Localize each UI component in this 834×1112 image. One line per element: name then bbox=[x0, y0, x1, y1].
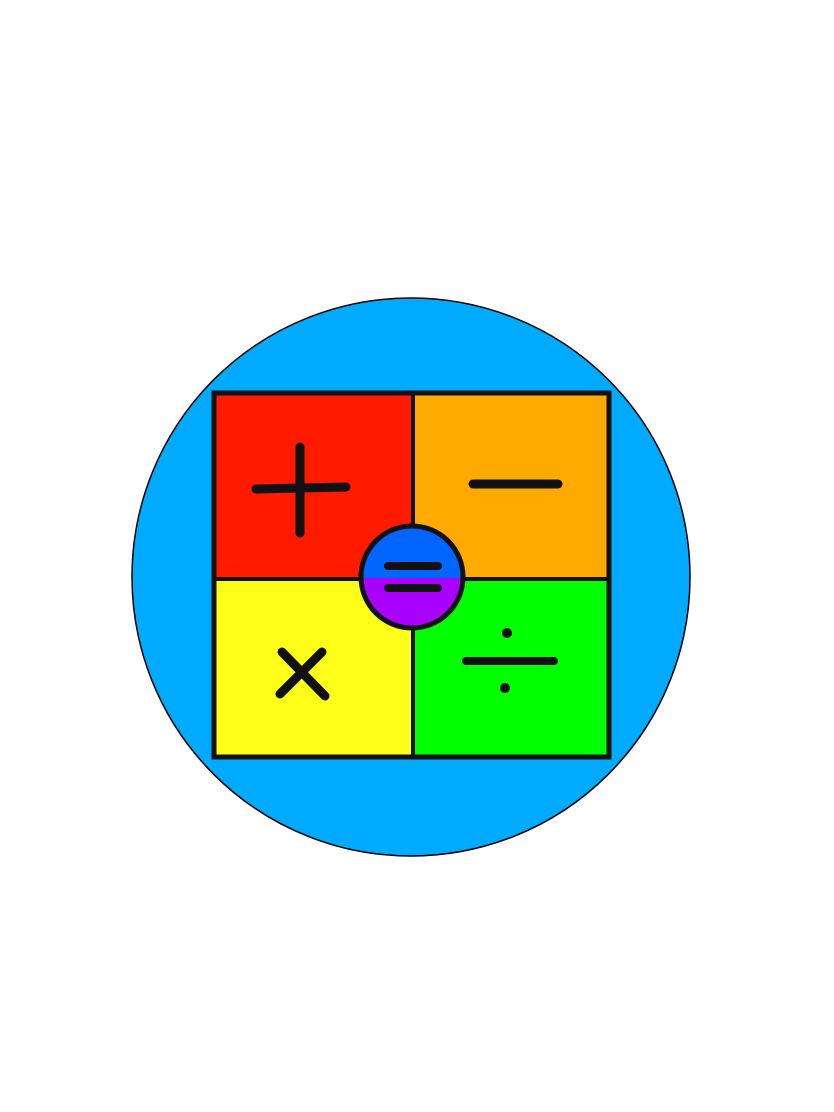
equals-circle bbox=[358, 523, 466, 631]
divide-icon bbox=[462, 628, 558, 693]
equals-icon bbox=[384, 562, 442, 592]
times-icon bbox=[275, 647, 330, 701]
plus-icon bbox=[251, 442, 351, 538]
